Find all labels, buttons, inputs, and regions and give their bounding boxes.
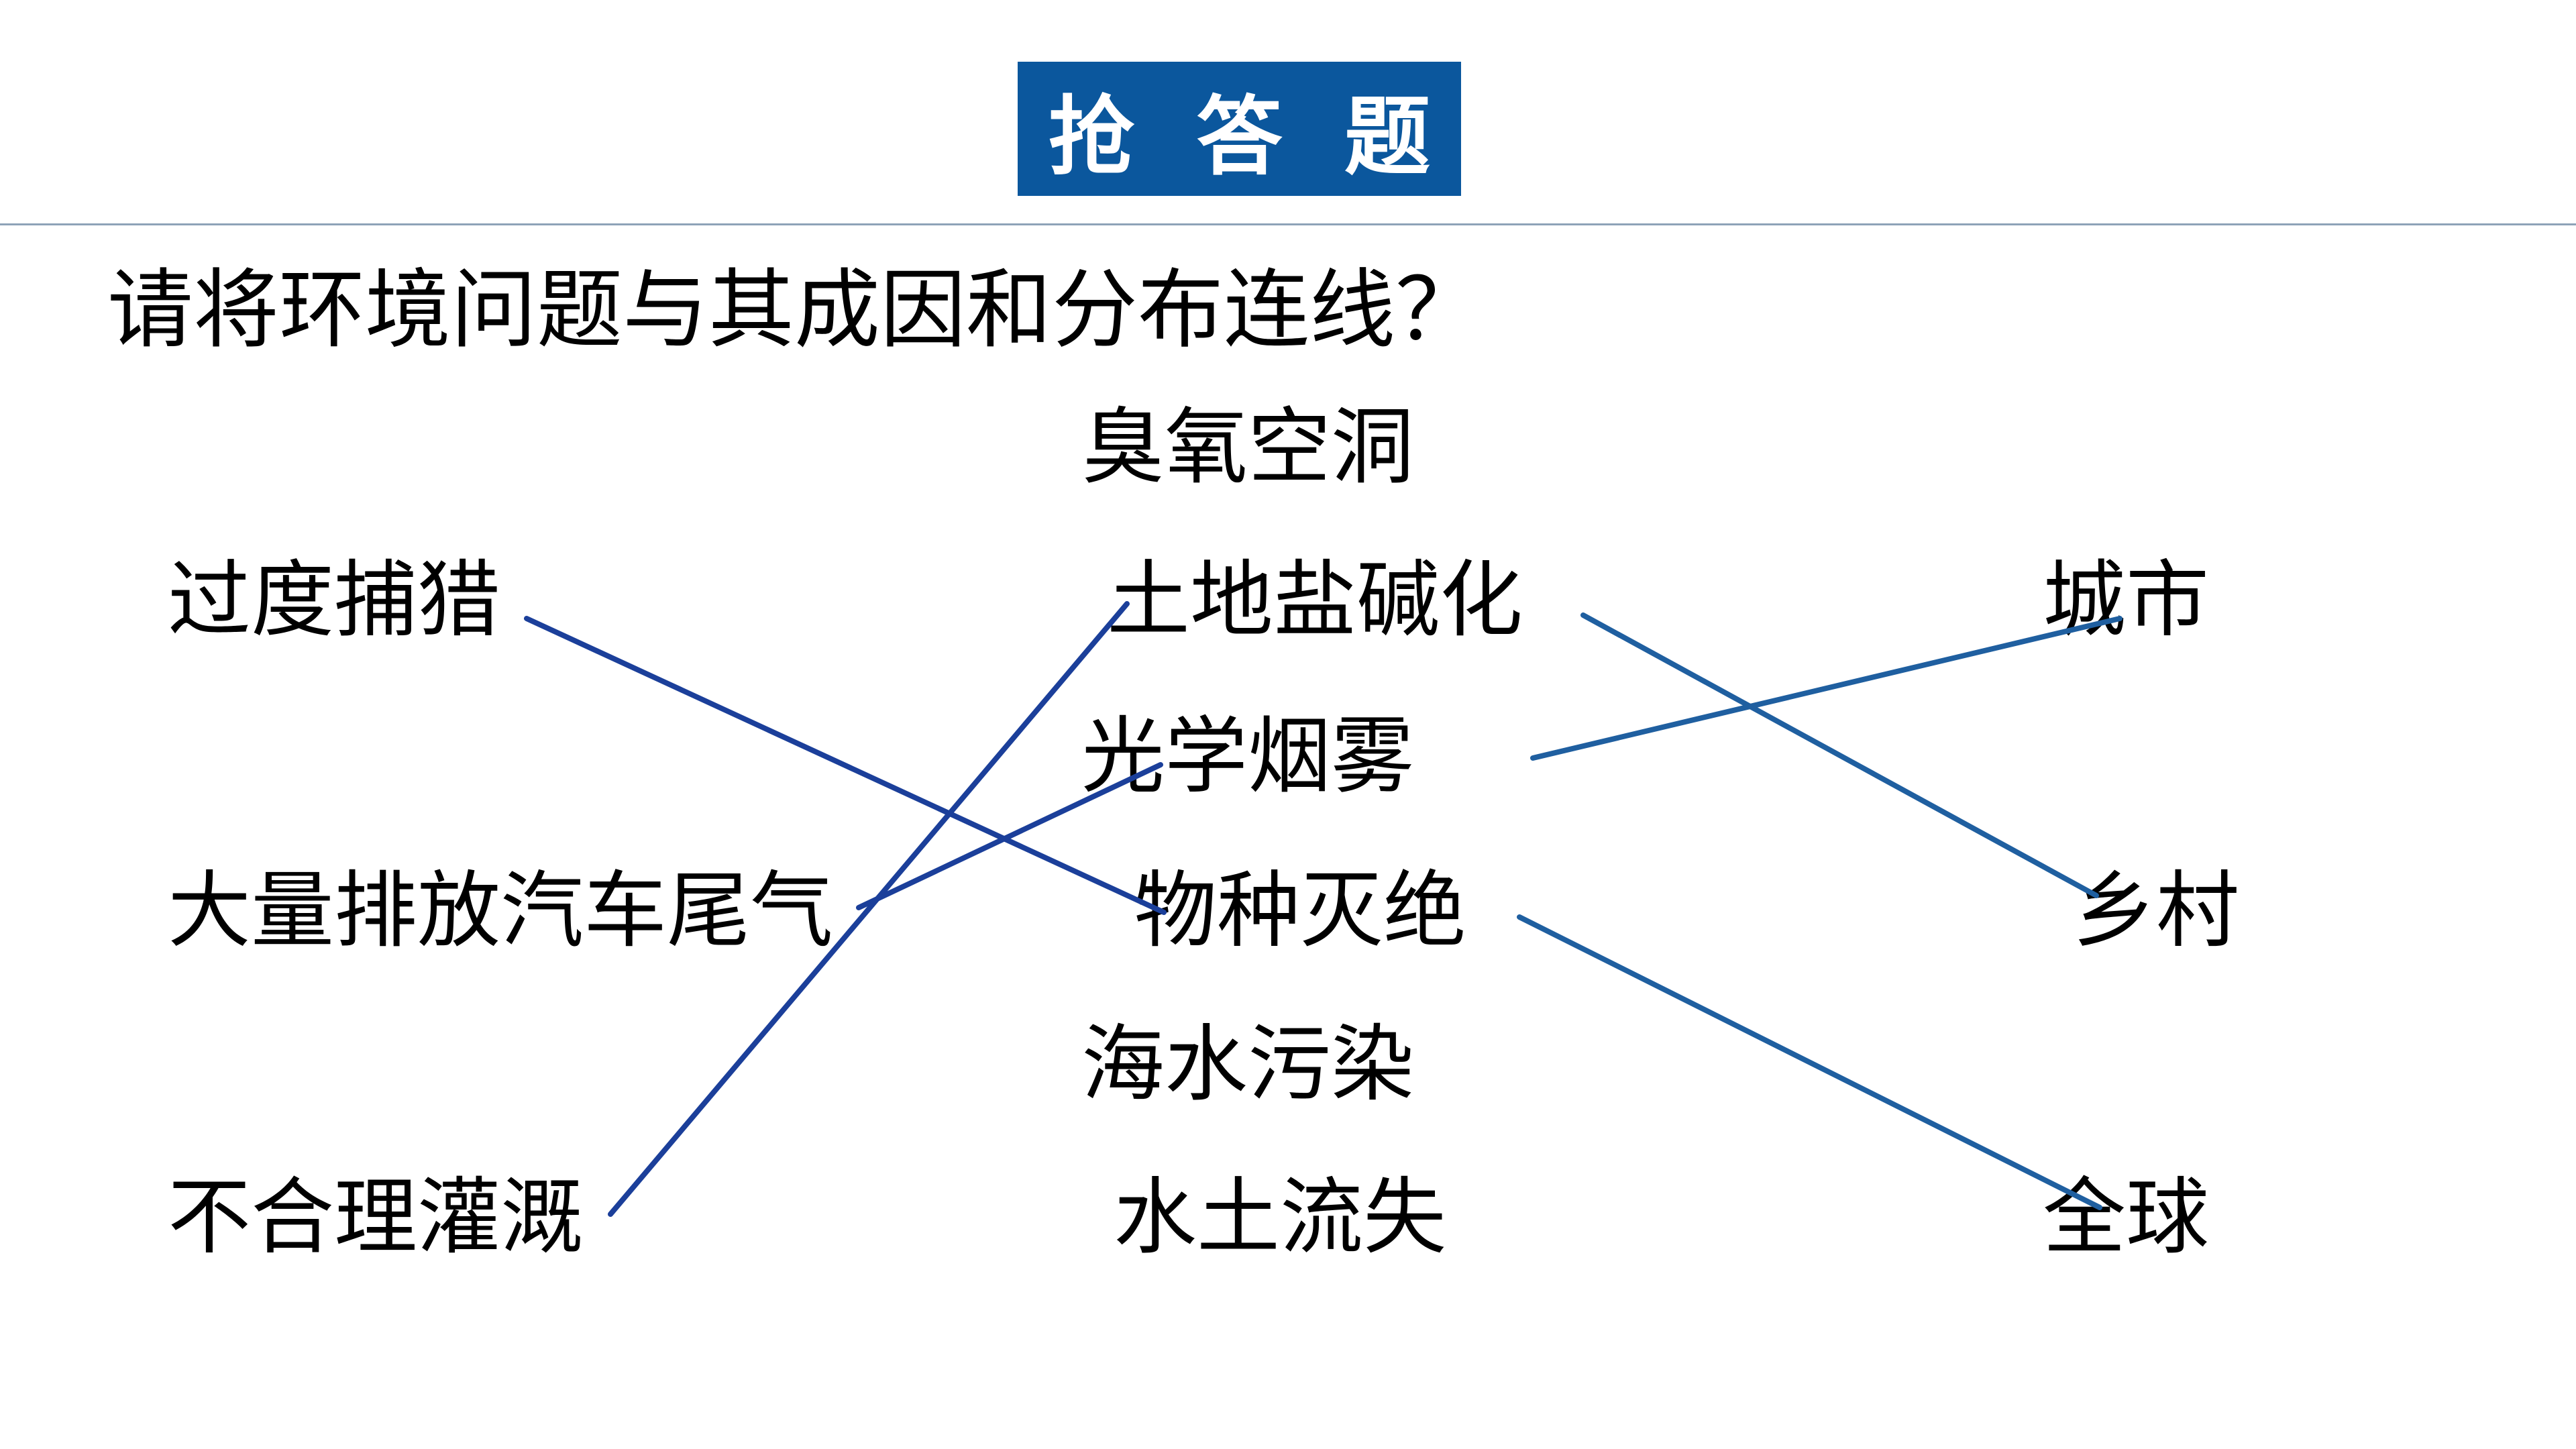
problem-item-soil-erosion[interactable]: 水土流失 [1114,1169,1447,1266]
connection-line-extinction-global [1517,914,2102,1210]
divider-line [0,223,2576,225]
distribution-item-global[interactable]: 全球 [2043,1169,2210,1266]
problem-item-ozone-hole[interactable]: 臭氧空洞 [1081,399,1415,496]
cause-item-car-exhaust[interactable]: 大量排放汽车尾气 [168,863,834,959]
slide-title: 抢 答 题 [1048,87,1447,187]
problem-item-salinization[interactable]: 土地盐碱化 [1107,552,1523,649]
title-banner: 抢 答 题 [1018,62,1461,196]
connection-line-irrigation-salinization [608,601,1130,1217]
problem-item-extinction[interactable]: 物种灭绝 [1134,863,1467,959]
distribution-item-village[interactable]: 乡村 [2073,863,2240,959]
cause-item-irrigation[interactable]: 不合理灌溉 [168,1169,584,1266]
connection-line-salinization-village [1580,612,2099,898]
problem-item-sea-pollution[interactable]: 海水污染 [1081,1016,1415,1113]
problem-item-smog[interactable]: 光学烟雾 [1081,708,1415,805]
connection-line-exhaust-smog [856,762,1163,910]
question-text: 请将环境问题与其成因和分布连线？ [107,260,1482,360]
cause-item-overhunting[interactable]: 过度捕猎 [168,552,501,649]
connection-line-overhunting-extinction [524,616,1167,915]
connection-line-smog-city [1530,616,2123,761]
